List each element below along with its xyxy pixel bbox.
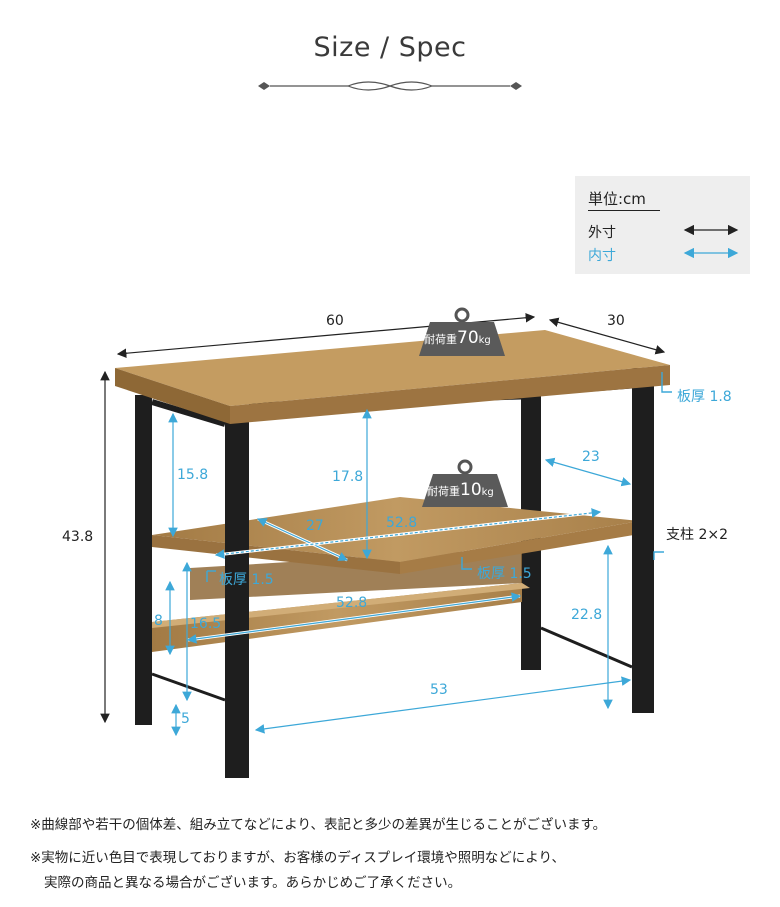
- unit-label: 単位:cm: [588, 190, 646, 208]
- dim-shelf-width: 52.8: [386, 515, 418, 531]
- dim-floor-clearance: 5: [181, 711, 190, 727]
- leg-front-left: [225, 418, 249, 778]
- load-capacity-shelf: 耐荷重10kg: [427, 480, 494, 500]
- load-badge-shelf: [422, 459, 508, 507]
- dim-mid-clear-front: 15.8: [177, 467, 209, 483]
- dim-lower-clear: 16.5: [190, 616, 222, 632]
- dim-height: 43.8: [62, 529, 94, 545]
- notes: ※曲線部や若干の個体差、組み立てなどにより、表記と多少の差異が生じることがござい…: [30, 813, 606, 896]
- dim-shelf-thickness-right: 板厚 1.5: [477, 566, 532, 582]
- note-2-continued: 実際の商品と異なる場合がございます。あらかじめご了承ください。: [44, 875, 462, 891]
- page-title: Size / Spec: [313, 32, 467, 63]
- dim-width: 60: [326, 313, 344, 329]
- dim-floor-inner-width: 53: [430, 682, 448, 698]
- dim-shelf-depth: 27: [306, 518, 324, 534]
- title-ornament: [258, 81, 522, 91]
- note-1: ※曲線部や若干の個体差、組み立てなどにより、表記と多少の差異が生じることがござい…: [30, 817, 607, 833]
- leg-back-left: [135, 395, 152, 725]
- outer-dimension-label: 外寸: [588, 225, 616, 241]
- dim-depth: 30: [607, 313, 625, 329]
- dim-mid-clear-center: 17.8: [332, 469, 364, 485]
- tabletop-side-edge: [115, 368, 230, 424]
- dim-lower-width: 52.8: [336, 595, 368, 611]
- note-2: ※実物に近い色目で表現しておりますが、お客様のディスプレイ環境や照明などにより、: [30, 850, 565, 866]
- inner-dimension-label: 内寸: [588, 248, 616, 264]
- dim-shelf-floor-height: 22.8: [571, 607, 603, 623]
- dim-shelf-thickness-left: 板厚 1.5: [219, 572, 274, 588]
- unit-underline: [588, 210, 660, 211]
- tabletop-front-edge: [230, 365, 670, 424]
- dim-leg: 支柱 2×2: [666, 527, 728, 543]
- load-capacity-top: 耐荷重70kg: [424, 328, 491, 348]
- leg-front-right: [632, 368, 654, 713]
- unit-legend: 単位:cm 外寸 内寸: [575, 176, 750, 274]
- dim-top-thickness: 板厚 1.8: [677, 389, 732, 405]
- legend-arrows: [683, 224, 739, 259]
- dim-shelf-depth-side: 23: [582, 449, 600, 465]
- dim-lower-board-height: 8: [154, 613, 163, 629]
- load-badge-top: [419, 307, 505, 356]
